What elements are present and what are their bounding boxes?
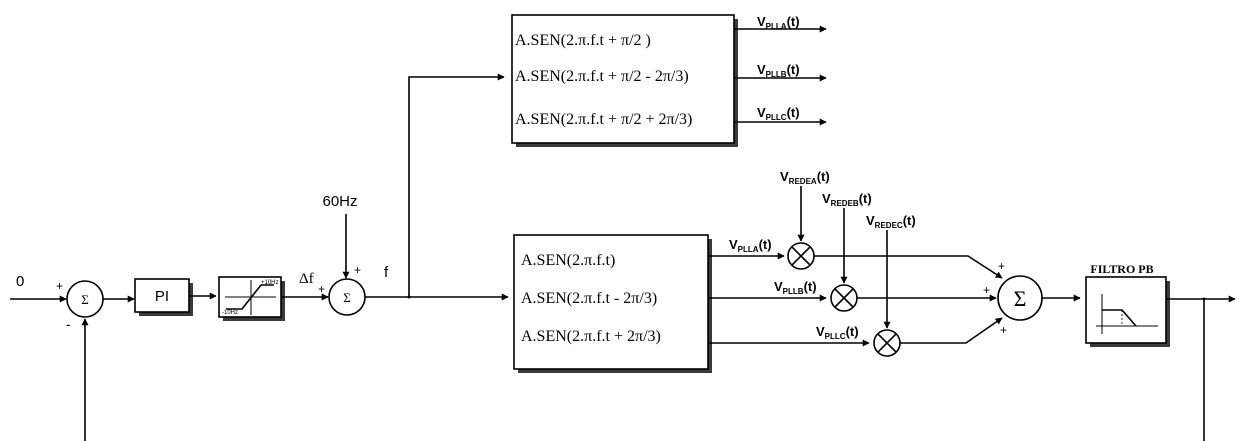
- top-out-c-label: VPLLC(t): [757, 105, 800, 122]
- multiplier-c: [873, 329, 901, 357]
- bottom-out-b-label: VPLLB(t): [774, 279, 817, 296]
- grid-input-c-label: VREDEC(t): [866, 213, 916, 230]
- top-out-a-label: VPLLA(t): [757, 14, 800, 31]
- filter-title: FILTRO PB: [1090, 262, 1153, 276]
- bottom-expr-b: A.SEN(2.π.f.t - 2π/3): [521, 290, 657, 307]
- f-to-top-generator-wire: [408, 73, 505, 297]
- sum-error-minus-sign: -: [66, 316, 71, 332]
- bottom-out-a-label: VPLLA(t): [729, 237, 772, 254]
- bottom-signal-generator-block: A.SEN(2.π.f.t) A.SEN(2.π.f.t - 2π/3) A.S…: [513, 234, 712, 373]
- top-expr-a: A.SEN(2.π.f.t + π/2 ): [515, 32, 651, 49]
- final-sum-symbol: Σ: [1014, 286, 1027, 311]
- product-a-wire: [814, 255, 1003, 279]
- top-signal-generator-block: A.SEN(2.π.f.t + π/2 ) A.SEN(2.π.f.t + π/…: [511, 14, 738, 147]
- limiter-block: +10Hz -10Hz: [218, 276, 285, 321]
- final-sum-plus-top: +: [998, 259, 1005, 273]
- limiter-lower-label: -10Hz: [222, 310, 238, 316]
- grid-input-a-label: VREDEA(t): [780, 169, 830, 186]
- final-sum-junction: Σ: [997, 275, 1043, 321]
- sum-freq-plus-left: +: [318, 282, 325, 296]
- pi-label: PI: [155, 288, 169, 305]
- low-pass-filter-block: [1085, 276, 1170, 347]
- top-expr-b: A.SEN(2.π.f.t + π/2 - 2π/3): [515, 68, 689, 85]
- sum-error-plus-sign: +: [56, 279, 63, 293]
- sum-freq-plus-top: +: [354, 263, 361, 277]
- bottom-expr-a: A.SEN(2.π.f.t): [521, 252, 615, 269]
- pi-controller-block: PI: [134, 278, 193, 316]
- bottom-expr-c: A.SEN(2.π.f.t + 2π/3): [521, 328, 661, 345]
- sum-junction-freq: Σ: [328, 278, 366, 316]
- sum-freq-symbol: Σ: [343, 290, 351, 305]
- delta-f-label: Δf: [299, 271, 314, 287]
- limiter-upper-label: +10Hz: [261, 280, 279, 286]
- reference-input-label: 0: [16, 273, 24, 290]
- sum-error-symbol: Σ: [81, 292, 89, 307]
- grid-input-b-label: VREDEB(t): [822, 191, 872, 208]
- top-expr-c: A.SEN(2.π.f.t + π/2 + 2π/3): [515, 111, 692, 128]
- bottom-out-c-label: VPLLC(t): [816, 324, 859, 341]
- final-sum-plus-mid: +: [983, 283, 990, 297]
- freq-nominal-label: 60Hz: [322, 193, 357, 210]
- multiplier-b: [830, 284, 858, 312]
- multiplier-a: [787, 242, 815, 270]
- final-sum-plus-bottom: +: [1000, 323, 1007, 337]
- product-c-wire: [900, 317, 1003, 344]
- f-label: f: [384, 264, 389, 281]
- sum-junction-error: Σ: [66, 280, 104, 318]
- top-out-b-label: VPLLB(t): [757, 62, 800, 79]
